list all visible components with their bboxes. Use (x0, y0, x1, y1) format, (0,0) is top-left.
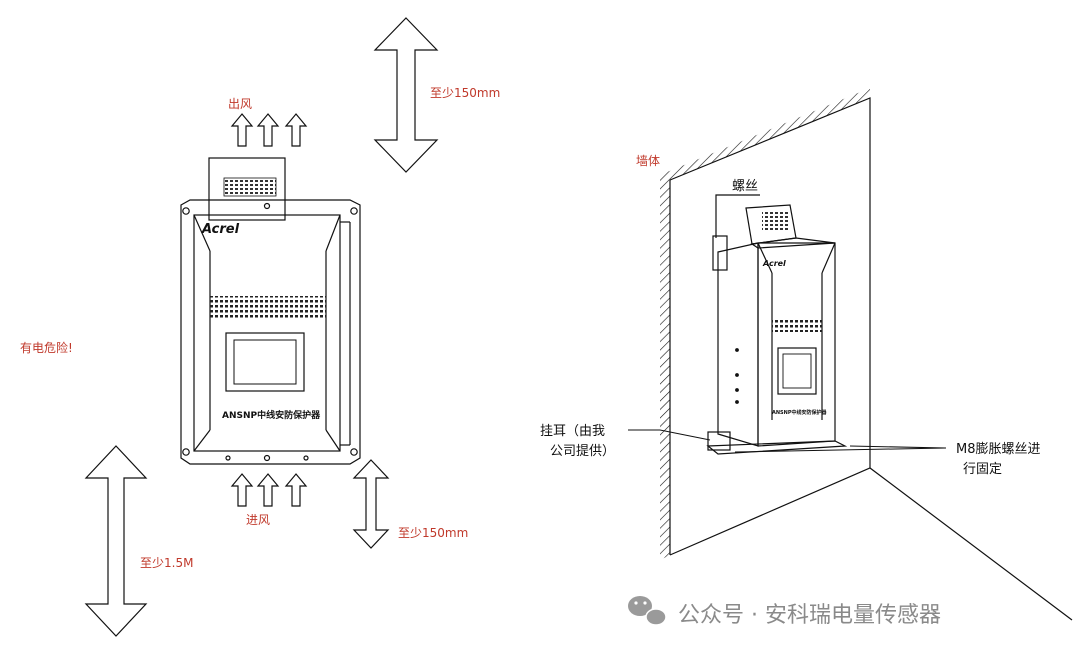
front-view (84, 17, 439, 637)
cabinet-side (717, 242, 759, 447)
ear-leader (628, 429, 711, 441)
display-screen-frame (225, 332, 305, 392)
model-label: ANSNP中线安防保护器 (222, 409, 321, 421)
wall-hatch (660, 88, 870, 560)
top-ear-bracket (712, 235, 728, 271)
floor-clearance-label: 至少1.5M (140, 556, 193, 570)
wechat-icon (628, 596, 667, 626)
display-screen (233, 339, 297, 385)
bolt-leader (849, 445, 947, 449)
inlet-arrows (230, 473, 308, 507)
bottom-clearance-arrow (352, 459, 390, 549)
bolt-label-line2: 行固定 (963, 462, 1002, 477)
ear-label-line1: 挂耳（由我 (540, 424, 605, 439)
cabinet-flange (180, 199, 361, 465)
watermark-text: 公众号 · 安科瑞电量传感器 (678, 603, 941, 628)
top-clearance-arrow (373, 17, 439, 173)
wall-view (628, 88, 1073, 621)
screw-leader (715, 194, 760, 238)
danger-label: 有电危险! (20, 340, 73, 355)
inlet-label: 进风 (246, 513, 270, 527)
fan-housing (208, 157, 286, 221)
brand-logo: Acrel (201, 222, 240, 237)
side-brand-logo: Acrel (762, 259, 786, 268)
bottom-clearance-label: 至少150mm (398, 526, 468, 540)
ear-label-line2: 公司提供） (550, 443, 615, 459)
cabinet-front (193, 214, 341, 452)
watermark: 公众号 · 安科瑞电量传感器 (628, 596, 941, 628)
screw-label: 螺丝 (732, 179, 758, 194)
bottom-ear-bracket (707, 431, 731, 451)
bolt-label-line1: M8膨胀螺丝进 (956, 442, 1041, 457)
floor-clearance-arrow (84, 445, 148, 637)
wall-label: 墙体 (636, 154, 660, 168)
outlet-label: 出风 (228, 97, 252, 111)
outlet-arrows (230, 113, 308, 147)
front-vents (208, 296, 326, 318)
floor-edge (669, 467, 1073, 621)
side-model-label: ANSNP中线安防保护器 (772, 409, 828, 416)
wall-edge (669, 97, 871, 468)
top-clearance-label: 至少150mm (430, 86, 500, 100)
